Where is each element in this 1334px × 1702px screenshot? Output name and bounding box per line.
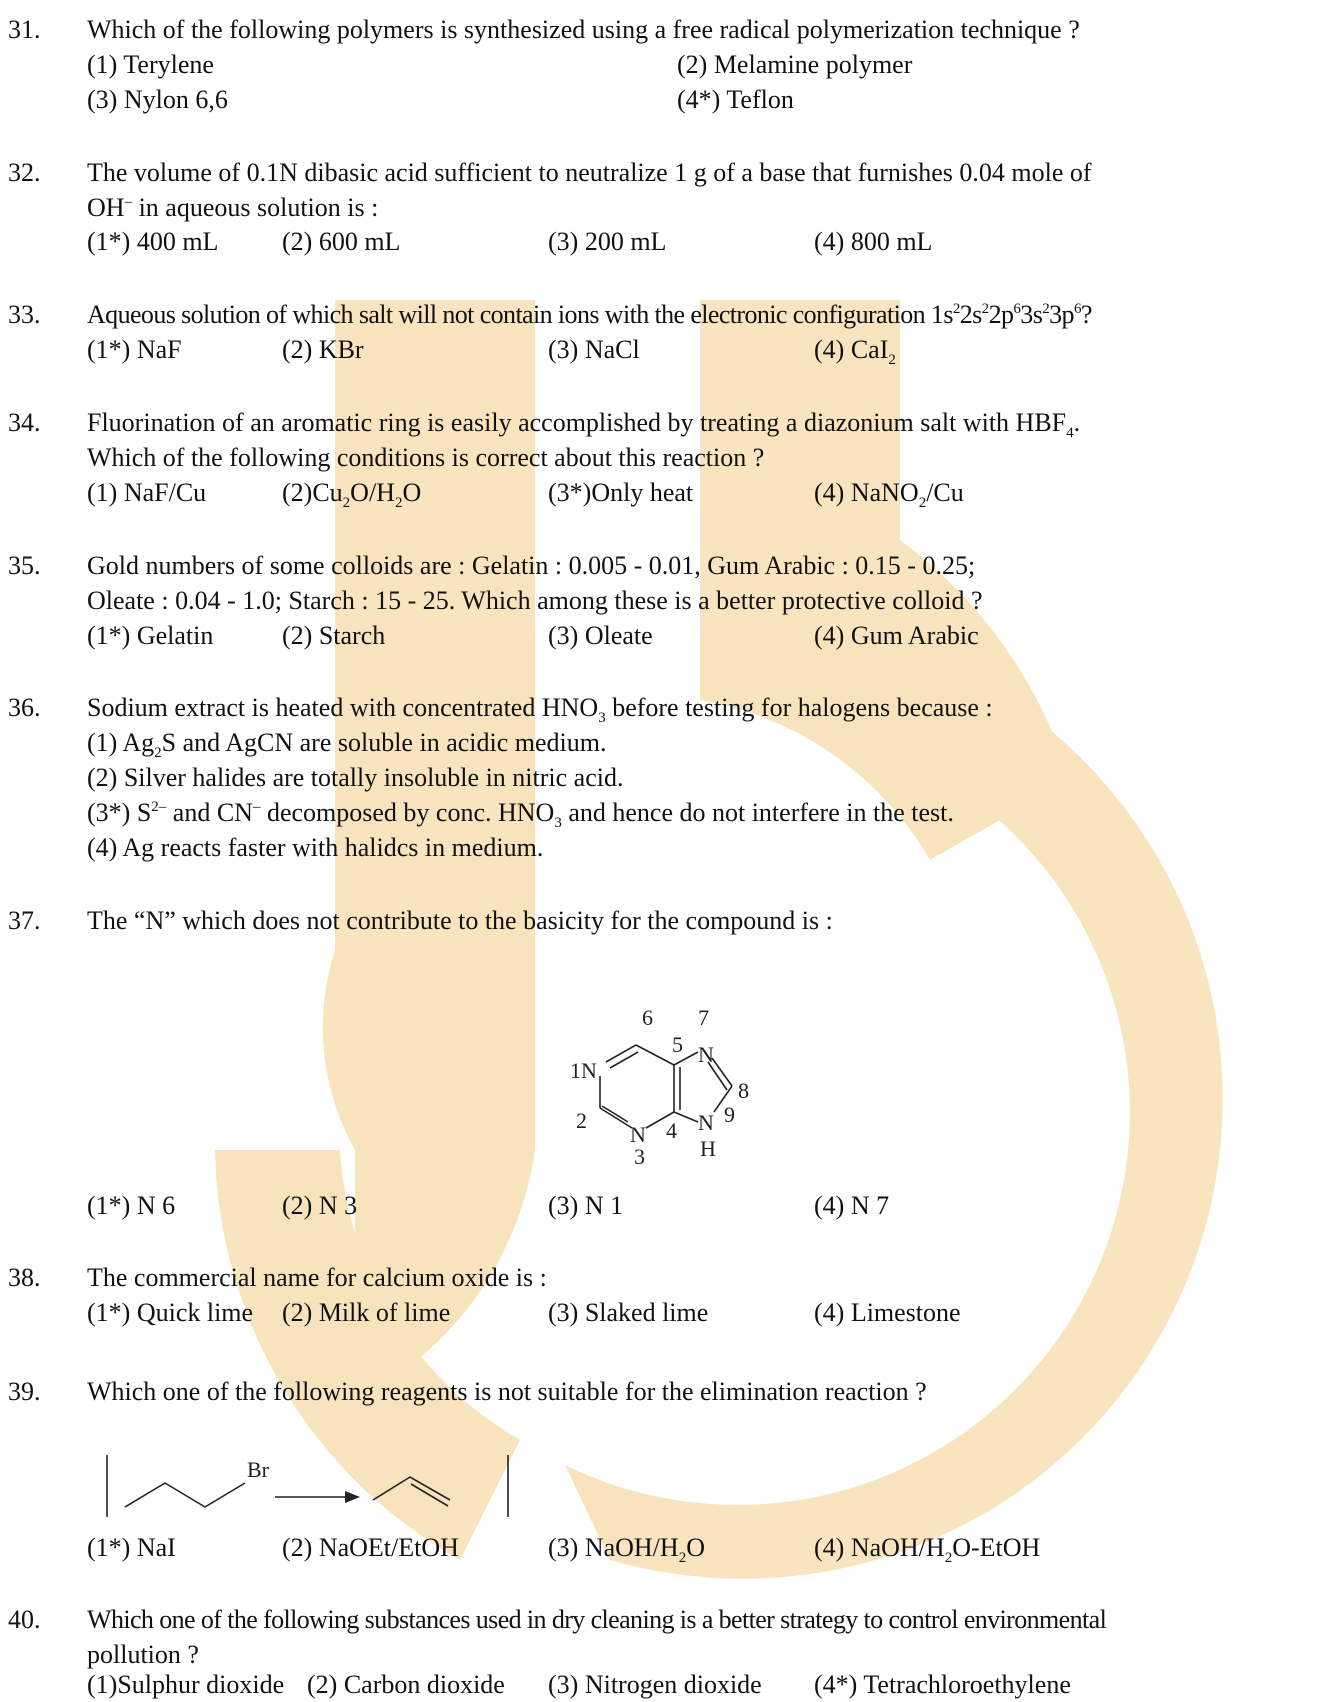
option-4[interactable]: (4) NaOH/H2O-EtOH — [814, 1533, 1041, 1566]
atom-label: 2 — [576, 1108, 587, 1133]
question-number: 34. — [8, 408, 41, 437]
question-number: 32. — [8, 158, 41, 187]
atom-label: 8 — [738, 1078, 749, 1103]
option-4[interactable]: (4*) Teflon — [677, 85, 794, 114]
question-text-line-2: OH– in aqueous solution is : — [87, 193, 379, 222]
atom-label: 3 — [634, 1144, 645, 1169]
options-row: (1) Terylene (2) Melamine polymer — [87, 47, 1317, 82]
option-3[interactable]: (3*)Only heat — [548, 478, 694, 507]
atom-label: H — [700, 1136, 716, 1161]
option-1[interactable]: (1) Ag2S and AgCN are soluble in acidic … — [87, 728, 607, 761]
option-1[interactable]: (1*) NaI — [87, 1533, 176, 1562]
question-number: 38. — [8, 1263, 41, 1292]
purine-structure: 6 5 7 1N N 8 2 N 4 N 9 H 3 — [562, 1000, 782, 1170]
option-3[interactable]: (3) Oleate — [548, 621, 653, 650]
option-4[interactable]: (4) NaNO2/Cu — [814, 478, 964, 511]
option-4[interactable]: (4) 800 mL — [814, 227, 933, 256]
option-3[interactable]: (3) N 1 — [548, 1191, 624, 1220]
option-3[interactable]: (3) Slaked lime — [548, 1298, 709, 1327]
option-1[interactable]: (1)Sulphur dioxide — [87, 1670, 285, 1699]
question-text: The volume of 0.1N dibasic acid sufficie… — [87, 158, 1092, 187]
atom-label: 5 — [672, 1032, 683, 1057]
option-2[interactable]: (2) Milk of lime — [282, 1298, 451, 1327]
options-row: (1*) NaI (2) NaOEt/EtOH (3) NaOH/H2O (4)… — [87, 1530, 1317, 1566]
question-number: 40. — [8, 1605, 41, 1634]
atom-label: 9 — [724, 1102, 735, 1127]
options-row: (1*) Quick lime (2) Milk of lime (3) Sla… — [87, 1295, 1317, 1330]
question-text: Which one of the following substances us… — [87, 1605, 1107, 1634]
question-text: The commercial name for calcium oxide is… — [87, 1263, 547, 1292]
option-3[interactable]: (3) Nitrogen dioxide — [548, 1670, 762, 1699]
atom-label: 4 — [666, 1118, 677, 1143]
atom-label: 7 — [698, 1005, 709, 1030]
option-3[interactable]: (3*) S2– and CN– decomposed by conc. HNO… — [87, 798, 954, 831]
options-row: (1*) 400 mL (2) 600 mL (3) 200 mL (4) 80… — [87, 224, 1317, 259]
question-text: Sodium extract is heated with concentrat… — [87, 693, 993, 726]
question-text: Aqueous solution of which salt will not … — [87, 300, 1092, 329]
option-1[interactable]: (1*) NaF — [87, 335, 182, 364]
options-row: (3) Nylon 6,6 (4*) Teflon — [87, 82, 1317, 117]
option-2[interactable]: (2) N 3 — [282, 1191, 358, 1220]
option-4[interactable]: (4) N 7 — [814, 1191, 890, 1220]
atom-label: N — [698, 1042, 714, 1067]
option-2[interactable]: (2)Cu2O/H2O — [282, 478, 422, 511]
option-1[interactable]: (1*) Gelatin — [87, 621, 214, 650]
question-text-line-2: Oleate : 0.04 - 1.0; Starch : 15 - 25. W… — [87, 586, 983, 615]
options-row: (1*) Gelatin (2) Starch (3) Oleate (4) G… — [87, 618, 1317, 653]
option-2[interactable]: (2) Melamine polymer — [677, 50, 913, 79]
option-2[interactable]: (2) NaOEt/EtOH — [282, 1533, 459, 1562]
question-number: 33. — [8, 300, 41, 329]
question-number: 36. — [8, 693, 41, 722]
option-2[interactable]: (2) Silver halides are totally insoluble… — [87, 763, 624, 792]
atom-label: N — [698, 1110, 714, 1135]
option-3[interactable]: (3) NaCl — [548, 335, 640, 364]
question-number: 37. — [8, 906, 41, 935]
option-3[interactable]: (3) Nylon 6,6 — [87, 85, 228, 114]
bromine-label: Br — [247, 1457, 270, 1482]
options-row: (1*) N 6 (2) N 3 (3) N 1 (4) N 7 — [87, 1188, 1317, 1223]
option-1[interactable]: (1*) 400 mL — [87, 227, 219, 256]
elimination-reaction-scheme: Br — [106, 1455, 509, 1517]
question-text: Fluorination of an aromatic ring is easi… — [87, 408, 1081, 441]
options-row: (1)Sulphur dioxide (2) Carbon dioxide (3… — [87, 1667, 1317, 1702]
option-2[interactable]: (2) KBr — [282, 335, 364, 364]
option-1[interactable]: (1*) N 6 — [87, 1191, 176, 1220]
question-text: Which of the following polymers is synth… — [87, 15, 1080, 44]
option-1[interactable]: (1) NaF/Cu — [87, 478, 207, 507]
options-row: (1*) NaF (2) KBr (3) NaCl (4) CaI2 — [87, 332, 1317, 368]
option-4[interactable]: (4) Gum Arabic — [814, 621, 979, 650]
option-4[interactable]: (4) Ag reacts faster with halidcs in med… — [87, 833, 544, 862]
option-2[interactable]: (2) Carbon dioxide — [307, 1670, 505, 1699]
option-2[interactable]: (2) 600 mL — [282, 227, 401, 256]
option-1[interactable]: (1) Terylene — [87, 50, 214, 79]
options-row: (1) NaF/Cu (2)Cu2O/H2O (3*)Only heat (4)… — [87, 475, 1317, 511]
question-number: 39. — [8, 1377, 41, 1406]
option-2[interactable]: (2) Starch — [282, 621, 386, 650]
question-text-line-2: pollution ? — [87, 1640, 199, 1669]
question-number: 31. — [8, 15, 41, 44]
option-4[interactable]: (4*) Tetrachloroethylene — [814, 1670, 1071, 1699]
option-3[interactable]: (3) NaOH/H2O — [548, 1533, 705, 1566]
option-1[interactable]: (1*) Quick lime — [87, 1298, 254, 1327]
question-number: 35. — [8, 551, 41, 580]
question-text-line-2: Which of the following conditions is cor… — [87, 443, 765, 472]
option-4[interactable]: (4) Limestone — [814, 1298, 961, 1327]
question-text: Gold numbers of some colloids are : Gela… — [87, 551, 976, 580]
option-3[interactable]: (3) 200 mL — [548, 227, 667, 256]
question-text: The “N” which does not contribute to the… — [87, 906, 833, 935]
atom-label: 6 — [642, 1005, 653, 1030]
option-4[interactable]: (4) CaI2 — [814, 335, 896, 368]
question-text: Which one of the following reagents is n… — [87, 1377, 927, 1406]
atom-label: 1N — [570, 1058, 597, 1083]
